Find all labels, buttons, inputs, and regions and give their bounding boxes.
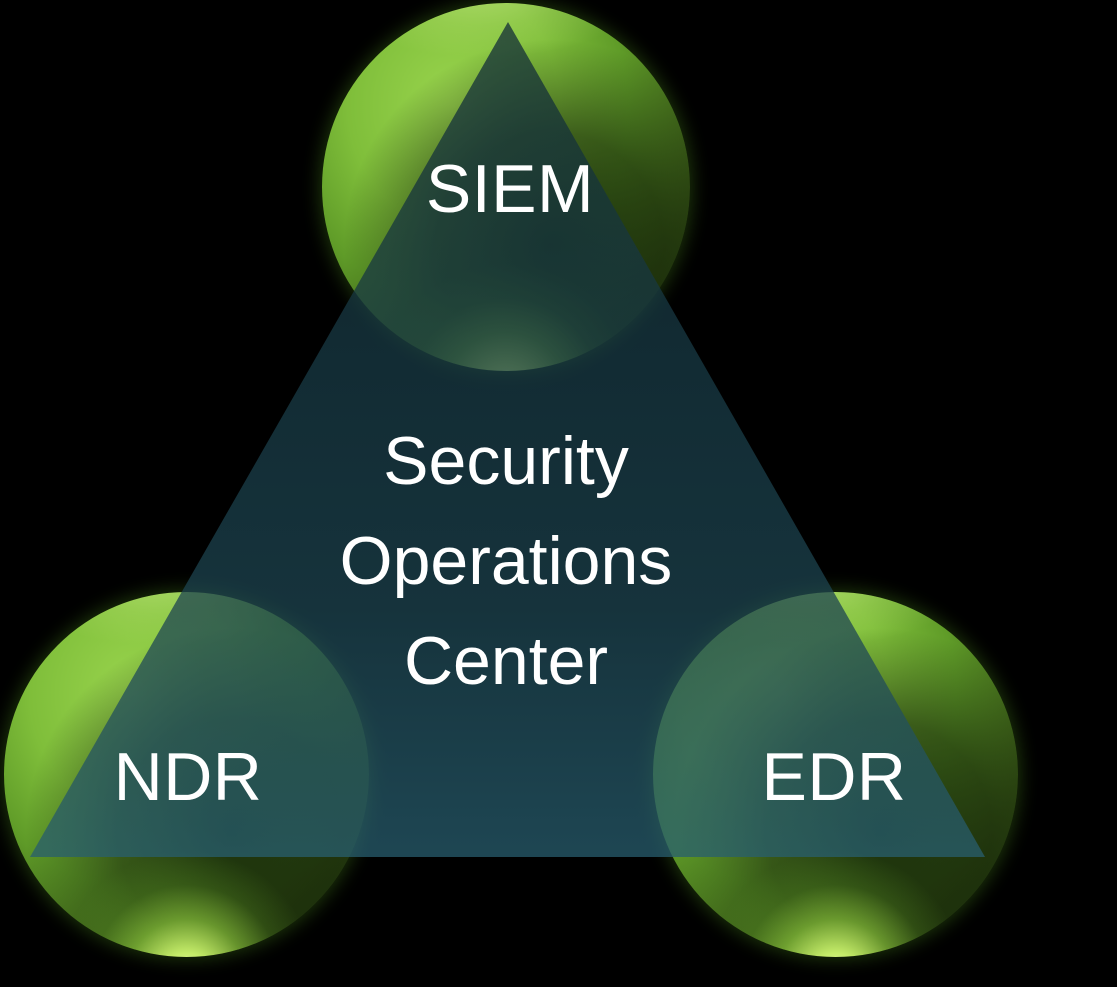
soc-center-line-3: Center — [403, 623, 609, 699]
edr-label: EDR — [761, 739, 907, 815]
ndr-label: NDR — [113, 739, 263, 815]
siem-label: SIEM — [425, 151, 595, 227]
soc-center-line-1: Security — [383, 423, 629, 499]
soc-center-label: Security Operations Center — [340, 411, 673, 711]
soc-center-line-2: Operations — [339, 523, 673, 599]
